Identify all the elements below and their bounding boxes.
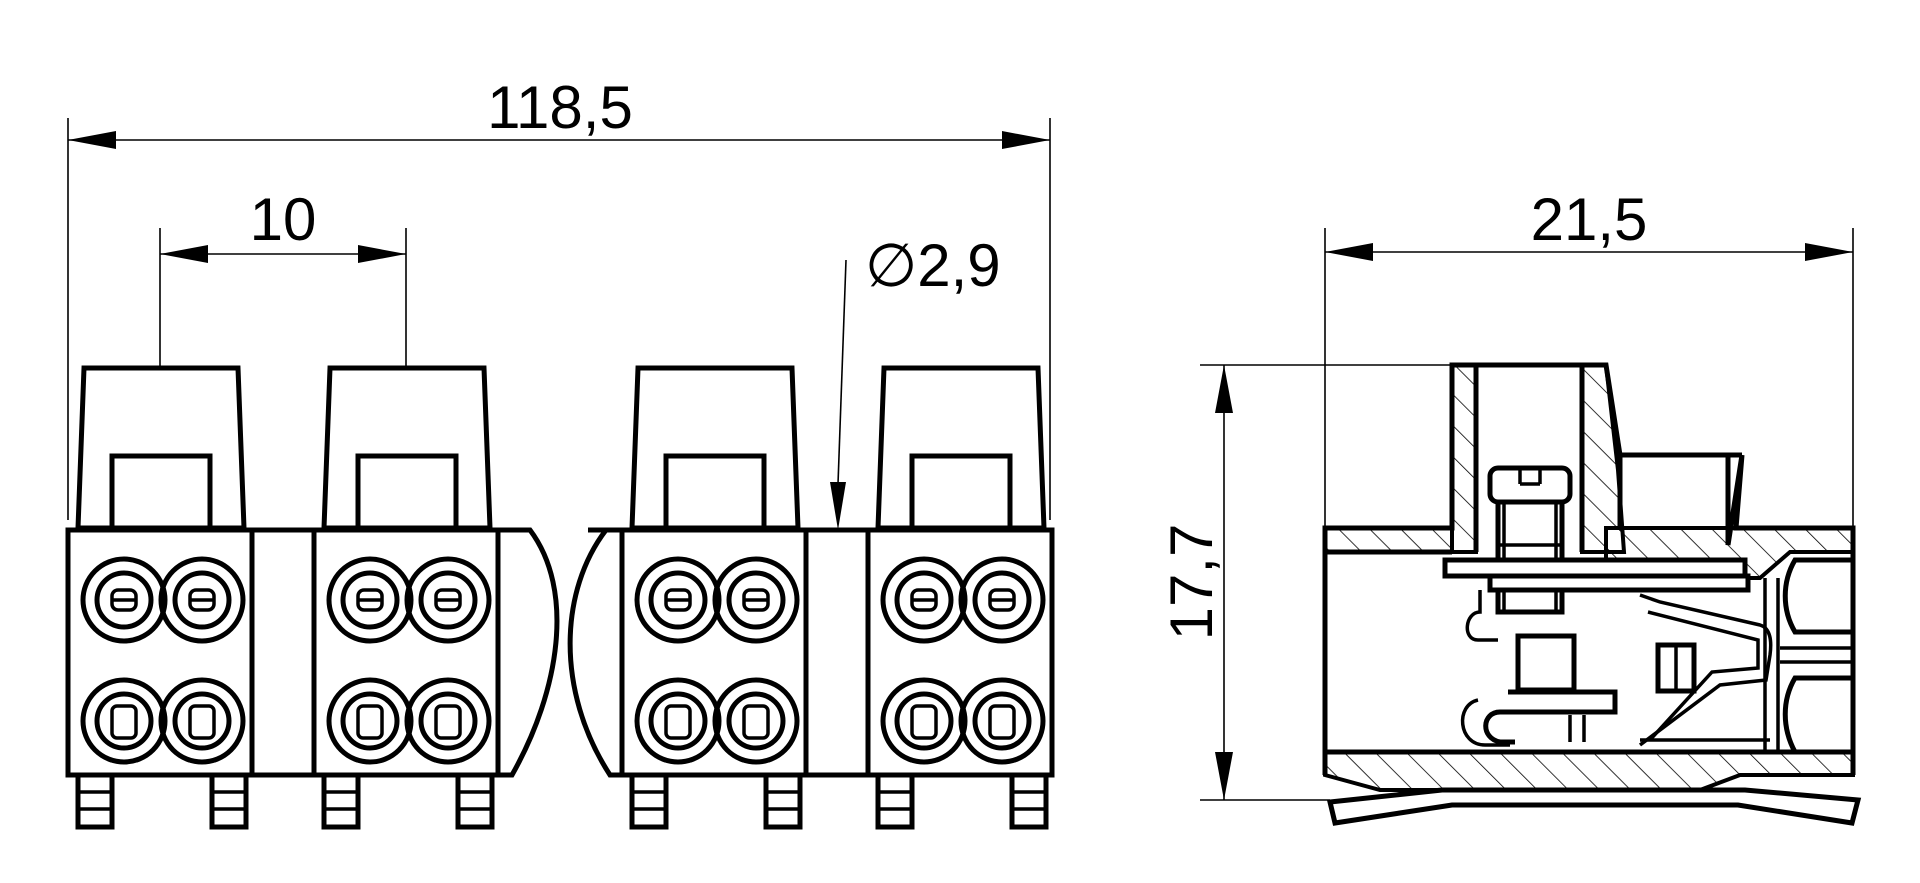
wire-hole [326,677,414,765]
terminal-cap [75,365,247,531]
overall-width-dimension: 118,5 [67,74,1051,520]
mounting-pin [455,772,495,830]
screw-hole [634,556,722,644]
front-view: 118,5 10 ∅2,9 [65,74,1055,830]
mounting-pin [75,772,115,830]
screw-hole [712,556,800,644]
wire-hole [404,677,492,765]
housing-section [1323,363,1855,792]
side-height-dimension: 17,7 [1158,364,1450,801]
wire-hole [958,677,1046,765]
mounting-pin [875,772,915,830]
wire-hole [880,677,968,765]
body-section-right [567,527,1055,778]
terminal-cap [629,365,801,531]
wire-hole [634,677,722,765]
hole-diameter-label: ∅2,9 [865,232,1001,299]
screw-hole [158,556,246,644]
spring-contact [1461,593,1773,747]
screw-hole [958,556,1046,644]
screw-hole [326,556,414,644]
side-width-dimension: 21,5 [1324,186,1854,530]
clamp-screw [1487,465,1573,615]
terminal-caps [75,365,1047,531]
mounting-pin [209,772,249,830]
hole-diameter-leader: ∅2,9 [830,232,1001,530]
mounting-pin [763,772,803,830]
pitch-dimension: 10 [159,186,407,368]
clamp-plates [1442,557,1751,694]
mounting-pins [75,772,1049,830]
side-height-label: 17,7 [1158,524,1225,641]
mounting-pin [1009,772,1049,830]
mounting-pin [321,772,361,830]
screw-hole [404,556,492,644]
wire-entries [1763,557,1856,755]
terminal-cap [875,365,1047,531]
screw-hole [80,556,168,644]
wire-hole [158,677,246,765]
mounting-pin [629,772,669,830]
wire-hole [712,677,800,765]
terminal-cap [321,365,493,531]
body-section-left [65,527,560,778]
screw-hole [880,556,968,644]
pitch-label: 10 [250,186,317,253]
side-section-view: 21,5 17,7 [1158,186,1862,826]
wire-hole [80,677,168,765]
mounting-foot [1326,787,1862,826]
overall-width-label: 118,5 [487,74,633,141]
side-width-label: 21,5 [1531,186,1648,253]
terminal-holes [80,556,1046,765]
